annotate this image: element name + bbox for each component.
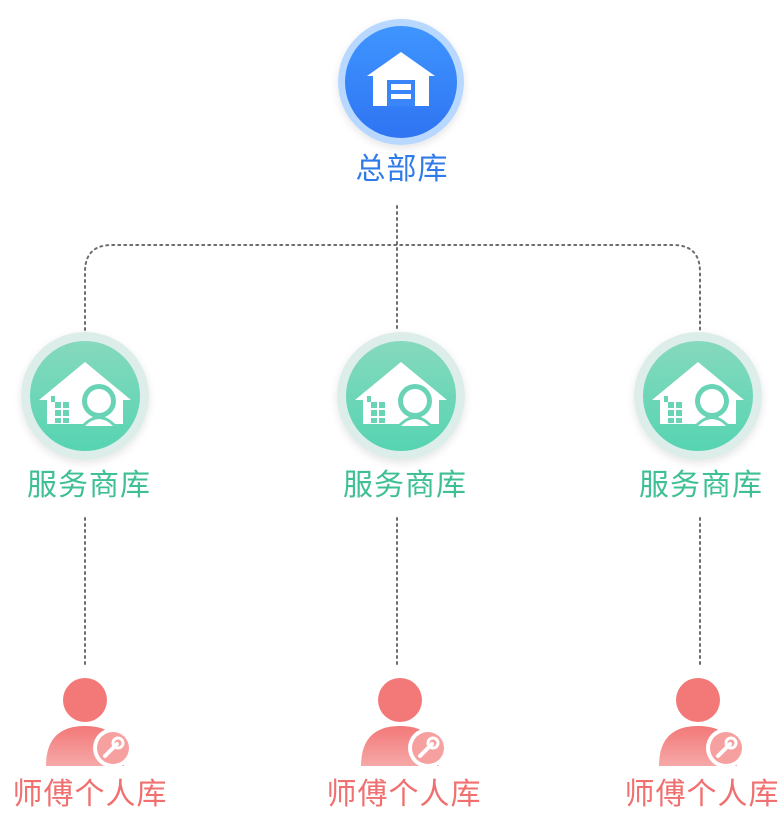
hq-node — [338, 19, 464, 145]
hq-label: 总部库 — [355, 152, 449, 187]
worker-node-1 — [46, 678, 133, 768]
worker-node-3 — [659, 678, 746, 768]
worker-label-2: 师傅个人库 — [326, 777, 482, 812]
provider-label-1: 服务商库 — [27, 468, 151, 503]
provider-node-1 — [21, 332, 149, 460]
provider-label-3: 服务商库 — [639, 468, 763, 503]
worker-wrench-icon — [46, 678, 133, 768]
worker-wrench-icon — [361, 678, 448, 768]
worker-label-1: 师傅个人库 — [12, 777, 168, 812]
provider-node-3 — [634, 332, 762, 460]
worker-node-2 — [361, 678, 448, 768]
worker-label-3: 师傅个人库 — [624, 777, 780, 812]
connector-lines — [84, 205, 701, 666]
provider-label-2: 服务商库 — [343, 468, 467, 503]
warehouse-icon — [367, 52, 435, 106]
provider-node-2 — [337, 332, 465, 460]
worker-wrench-icon — [659, 678, 746, 768]
connector-hq-bus — [84, 244, 701, 331]
